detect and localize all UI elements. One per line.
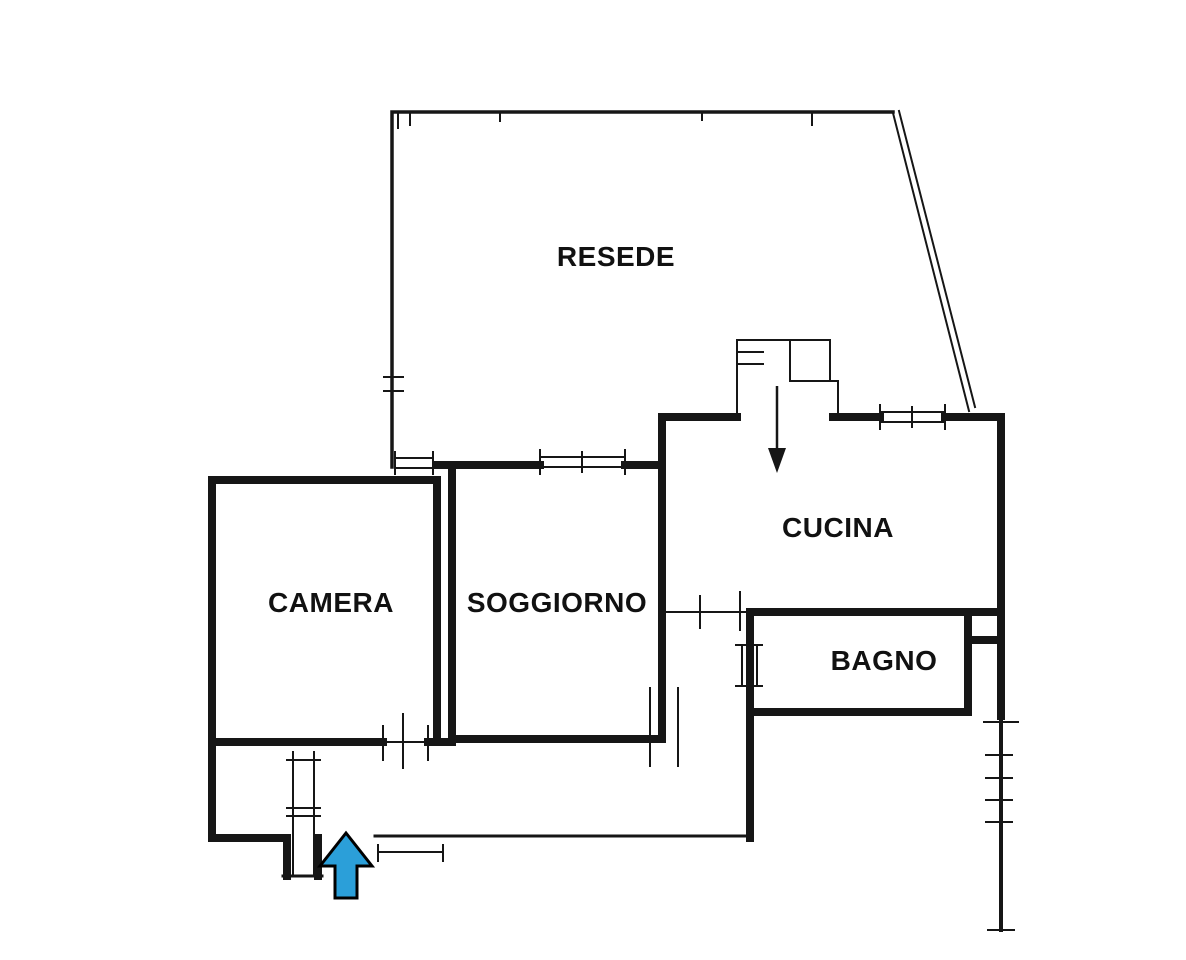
room-label-camera: CAMERA	[268, 587, 394, 618]
corridor-door-marks	[649, 687, 679, 767]
door-marks	[286, 591, 751, 877]
camera-window	[394, 451, 434, 475]
room-label-resede: RESEDE	[556, 241, 676, 272]
entry-door-marks	[377, 844, 444, 862]
cucina-entry-arrow	[768, 386, 786, 473]
cucina-window	[879, 404, 946, 430]
resede-boundary	[383, 109, 977, 469]
arrow-down-icon	[768, 448, 786, 473]
soggiorno-window	[539, 449, 626, 475]
bagno-window	[735, 644, 763, 687]
bagno-walls	[746, 608, 1005, 842]
windows	[394, 404, 946, 687]
corridor-walls	[208, 834, 322, 880]
cucina-entry-steps	[736, 339, 839, 416]
resede-diagonal-fence	[891, 109, 977, 413]
room-label-soggiorno: SOGGIORNO	[466, 587, 648, 618]
room-label-bagno: BAGNO	[830, 645, 938, 676]
thin-walls	[281, 714, 1019, 932]
camera-walls	[208, 476, 456, 842]
room-label-cucina: CUCINA	[782, 512, 894, 543]
arrow-up-icon	[316, 830, 376, 900]
vestibule-marks	[286, 751, 321, 877]
bottom-path-line	[281, 834, 750, 878]
steps-outline	[736, 339, 839, 416]
cucina-walls	[658, 413, 1005, 720]
resede-walls	[390, 110, 895, 469]
camera-door-marks	[382, 713, 429, 769]
cucina-door-marks	[661, 591, 751, 631]
soggiorno-walls	[433, 413, 666, 743]
resede-wall-ticks	[383, 111, 813, 392]
right-wall-ticks	[983, 721, 1019, 931]
walls	[208, 413, 1005, 880]
entrance-arrow	[316, 830, 376, 900]
